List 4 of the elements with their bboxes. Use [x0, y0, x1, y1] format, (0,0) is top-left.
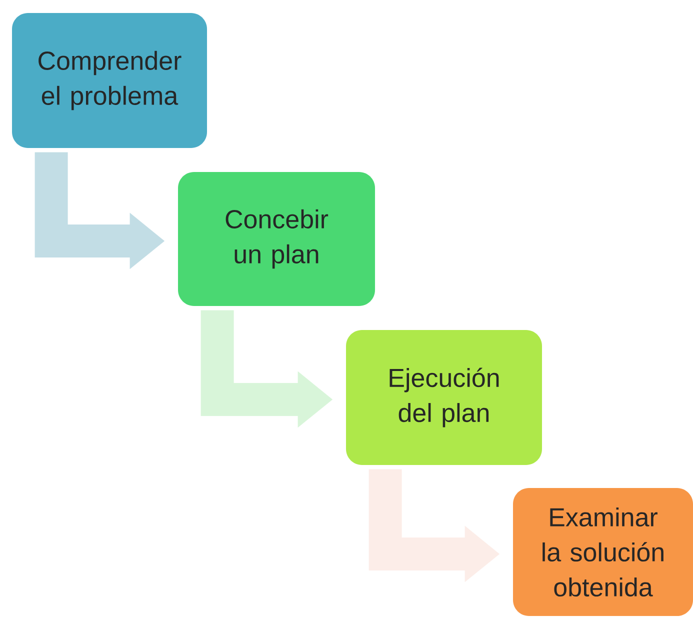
process-box: Ejecución del plan — [346, 330, 542, 465]
process-box: Comprender el problema — [12, 13, 207, 148]
process-box: Concebir un plan — [178, 172, 375, 306]
process-box: Examinar la solución obtenida — [513, 488, 693, 616]
